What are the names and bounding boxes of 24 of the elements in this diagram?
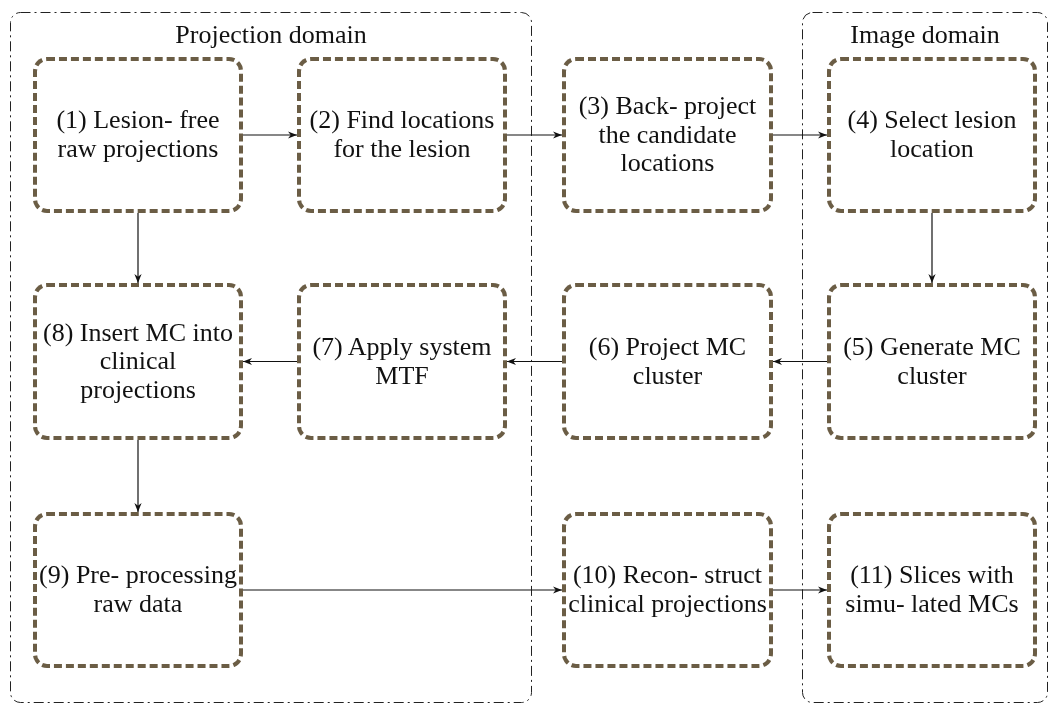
- process-box: (9) Pre- processing raw data: [33, 512, 243, 668]
- arrow: [242, 586, 563, 594]
- arrow: [928, 212, 936, 284]
- process-box: (7) Apply system MTF: [297, 283, 507, 440]
- arrow: [242, 131, 298, 139]
- domain-heading: Image domain: [850, 20, 1000, 50]
- process-box: (4) Select lesion location: [827, 57, 1037, 213]
- process-box: (8) Insert MC into clinical projections: [33, 283, 243, 440]
- arrow: [134, 212, 142, 284]
- domain-heading: Projection domain: [175, 20, 367, 50]
- arrow: [506, 131, 563, 139]
- process-box: (11) Slices with simu- lated MCs: [827, 512, 1037, 668]
- process-box: (6) Project MC cluster: [562, 283, 773, 440]
- arrow: [242, 357, 298, 366]
- arrow: [506, 357, 563, 366]
- process-box: (1) Lesion- free raw projections: [33, 57, 243, 213]
- arrow: [772, 586, 828, 594]
- process-box: (5) Generate MC cluster: [827, 283, 1037, 440]
- process-box: (3) Back- project the candidate locations: [562, 57, 773, 213]
- process-box: (10) Recon- struct clinical projections: [562, 512, 773, 668]
- arrow: [772, 357, 828, 366]
- process-box: (2) Find locations for the lesion: [297, 57, 507, 213]
- arrow: [772, 131, 828, 139]
- arrow: [134, 439, 142, 513]
